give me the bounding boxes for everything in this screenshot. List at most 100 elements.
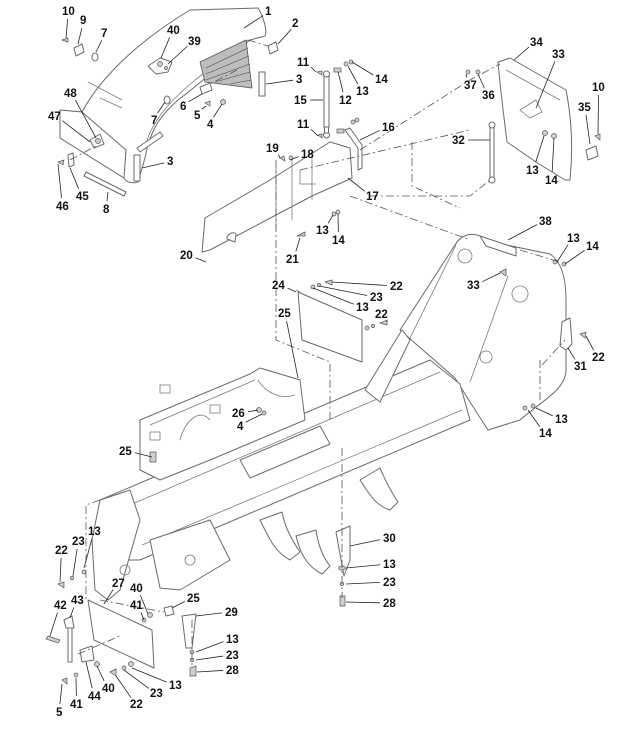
leader-line — [171, 601, 186, 609]
callout-number: 22 — [592, 352, 605, 364]
callout-number: 33 — [467, 280, 480, 292]
callout-13: 13 — [526, 135, 545, 177]
leader-line — [318, 285, 368, 296]
leader-line — [131, 667, 167, 683]
leader-line — [196, 670, 224, 673]
callout-number: 13 — [567, 233, 580, 245]
leader-line — [167, 45, 188, 65]
leader-line — [59, 683, 63, 705]
callout-26: 26 — [232, 408, 259, 420]
callout-45: 45 — [69, 167, 89, 203]
callout-number: 42 — [54, 600, 67, 612]
callout-22: 22 — [585, 335, 605, 364]
callout-20: 20 — [180, 250, 207, 263]
leader-line — [65, 18, 69, 39]
callout-27: 27 — [103, 578, 125, 605]
leader-line — [345, 601, 381, 604]
callout-number: 20 — [180, 250, 193, 262]
leader-line — [62, 120, 91, 143]
callout-number: 41 — [130, 600, 143, 612]
callout-number: 41 — [70, 699, 83, 711]
leader-line — [349, 539, 381, 547]
callout-number: 23 — [370, 292, 383, 304]
callout-number: 46 — [56, 201, 69, 213]
leader-line — [564, 250, 585, 265]
leader-line — [201, 105, 207, 110]
callout-number: 7 — [101, 28, 107, 40]
leader-line — [312, 287, 354, 305]
callout-23: 23 — [72, 536, 85, 577]
callout-number: 14 — [545, 175, 558, 187]
callout-22: 22 — [331, 281, 403, 293]
leader-line — [535, 61, 556, 109]
callout-number: 31 — [574, 361, 587, 373]
callout-13: 13 — [345, 559, 396, 571]
callout-46: 46 — [56, 163, 69, 213]
callout-5: 5 — [56, 683, 63, 719]
callout-18: 18 — [289, 149, 314, 161]
leader-line — [551, 137, 555, 173]
callout-14: 14 — [545, 137, 558, 187]
callout-number: 28 — [226, 665, 239, 677]
callout-number: 38 — [539, 216, 552, 228]
leader-line — [465, 73, 468, 78]
callout-13: 13 — [556, 233, 580, 263]
callout-number: 19 — [266, 143, 279, 155]
callout-22: 22 — [115, 675, 143, 711]
callout-25: 25 — [171, 593, 200, 609]
callout-number: 44 — [88, 691, 101, 703]
callout-3: 3 — [141, 156, 173, 169]
leader-line — [95, 40, 103, 53]
callout-number: 26 — [232, 408, 245, 420]
callout-17: 17 — [347, 177, 379, 203]
leader-line — [287, 287, 297, 293]
leader-line — [507, 224, 538, 241]
callout-number: 14 — [375, 74, 388, 86]
callout-40: 40 — [96, 665, 115, 695]
callout-33: 33 — [467, 272, 501, 292]
callout-number: 11 — [297, 57, 310, 69]
callout-13: 13 — [312, 287, 369, 314]
callout-number: 8 — [103, 204, 110, 216]
leader-line — [188, 93, 203, 103]
callout-number: 28 — [383, 598, 396, 610]
callout-38: 38 — [507, 216, 552, 241]
callout-4: 4 — [207, 103, 223, 131]
callout-number: 13 — [356, 86, 369, 98]
callout-number: 5 — [56, 707, 63, 719]
callout-13: 13 — [316, 214, 334, 237]
callout-42: 42 — [49, 600, 67, 637]
leader-line — [345, 564, 381, 569]
callout-37: 37 — [464, 73, 477, 92]
callout-16: 16 — [359, 122, 395, 141]
leader-line — [123, 669, 149, 689]
callout-23: 23 — [195, 650, 239, 662]
callout-48: 48 — [64, 88, 97, 139]
callout-number: 16 — [382, 122, 395, 134]
gas-strut-assembly — [316, 59, 363, 171]
callout-31: 31 — [567, 347, 587, 373]
callout-40: 40 — [160, 25, 180, 59]
callout-19: 19 — [266, 143, 281, 159]
leader-line — [115, 675, 132, 698]
callout-14: 14 — [564, 241, 599, 265]
callout-number: 32 — [452, 135, 465, 147]
leader-line — [74, 99, 97, 139]
callout-number: 22 — [375, 309, 388, 321]
callout-number: 13 — [316, 225, 329, 237]
callout-number: 34 — [530, 37, 543, 49]
callout-22: 22 — [375, 309, 388, 323]
side-panel — [201, 141, 353, 253]
callout-number: 3 — [167, 156, 173, 168]
callout-34: 34 — [513, 37, 543, 61]
callout-13: 13 — [131, 667, 182, 692]
callout-11: 11 — [297, 119, 319, 137]
leader-line — [535, 135, 545, 163]
callout-12: 12 — [337, 71, 352, 107]
callout-number: 25 — [278, 308, 291, 320]
callout-number: 17 — [366, 191, 379, 203]
callout-number: 27 — [112, 578, 125, 590]
callout-10: 10 — [592, 82, 605, 135]
leader-line — [567, 347, 576, 360]
